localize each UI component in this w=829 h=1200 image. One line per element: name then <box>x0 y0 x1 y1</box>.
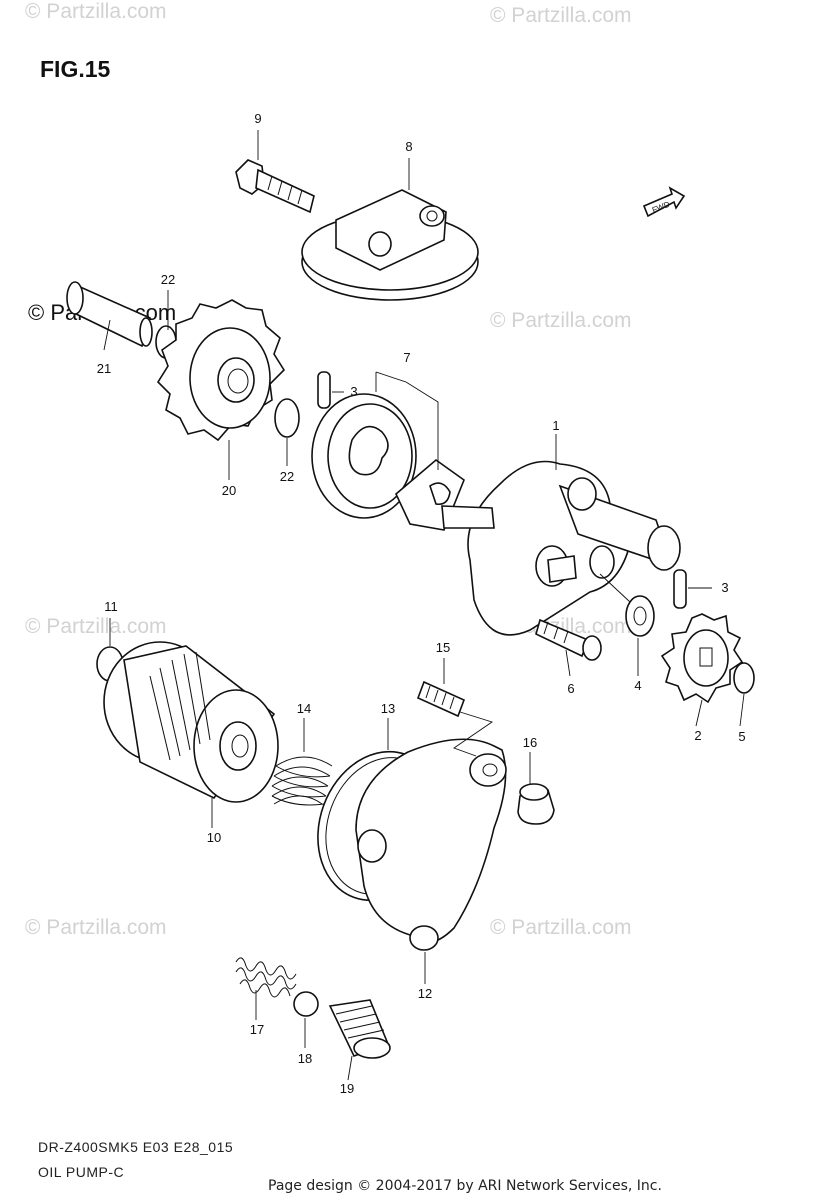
part-5-circlip <box>733 662 755 694</box>
model-code: DR-Z400SMK5 E03 E28_015 <box>38 1139 234 1155</box>
part-12-filter-cover <box>355 738 507 951</box>
watermark: © Partzilla.com <box>25 615 167 638</box>
callout-3: 3 <box>350 384 357 399</box>
watermark: © Partzilla.com <box>490 4 632 27</box>
callout-6: 6 <box>567 681 574 696</box>
part-14-spring <box>271 756 333 806</box>
part-17-spring <box>235 957 297 998</box>
part-19-plug <box>328 999 391 1059</box>
watermark: © Partzilla.com <box>25 0 167 23</box>
watermark: © Partzilla.com <box>490 309 632 332</box>
callout-4: 4 <box>634 678 641 693</box>
callout-20: 20 <box>222 483 236 498</box>
callout-14: 14 <box>297 701 311 716</box>
section-title: OIL PUMP-C <box>38 1164 125 1180</box>
copyright-footer: Page design © 2004-2017 by ARI Network S… <box>268 1178 662 1194</box>
callout-12: 12 <box>418 986 432 1001</box>
part-16-cap-nut <box>517 783 555 825</box>
part-6-screw <box>535 618 602 661</box>
part-1-pump-body <box>441 460 681 636</box>
part-3-pin <box>673 569 687 609</box>
callout-3: 3 <box>721 580 728 595</box>
figure-title: FIG.15 <box>40 56 111 82</box>
callout-10: 10 <box>207 830 221 845</box>
part-20-gear <box>156 299 286 442</box>
callout-18: 18 <box>298 1051 312 1066</box>
part-4-washer <box>625 595 655 637</box>
callout-1: 1 <box>552 418 559 433</box>
callout-13: 13 <box>381 701 395 716</box>
part-3-pin <box>317 371 331 409</box>
watermark: © Partzilla.com <box>25 916 167 939</box>
callout-15: 15 <box>436 640 450 655</box>
callout-11: 11 <box>104 599 118 614</box>
leader-lines <box>103 130 745 1081</box>
part-2-gear <box>660 613 744 704</box>
part-10-oil-filter <box>103 641 279 803</box>
part-7-rotor <box>311 393 465 531</box>
part-22-circlip <box>274 398 300 438</box>
callout-8: 8 <box>405 139 412 154</box>
callout-21: 21 <box>97 361 111 376</box>
part-9-bolt <box>235 159 315 214</box>
part-8-cap <box>301 189 479 301</box>
fwd-arrow-icon: FWD <box>642 186 686 218</box>
callout-22: 22 <box>280 469 294 484</box>
callout-7: 7 <box>403 350 410 365</box>
callout-9: 9 <box>254 111 261 126</box>
callout-19: 19 <box>340 1081 354 1096</box>
callout-2: 2 <box>694 728 701 743</box>
part-21-shaft <box>66 281 153 348</box>
callout-17: 17 <box>250 1022 264 1037</box>
callout-5: 5 <box>738 729 745 744</box>
callout-16: 16 <box>523 735 537 750</box>
part-15-stud <box>416 680 466 718</box>
watermark: © Partzilla.com <box>490 916 632 939</box>
part-18-ball <box>293 991 319 1017</box>
callout-22: 22 <box>161 272 175 287</box>
